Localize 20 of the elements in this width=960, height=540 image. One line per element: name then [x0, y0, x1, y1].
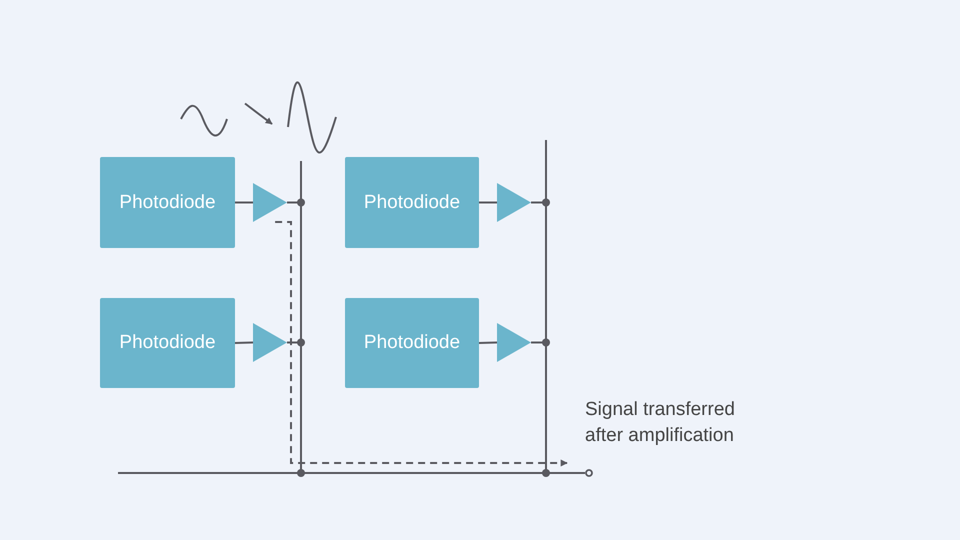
connector-line	[478, 342, 498, 344]
amplifier-triangle	[253, 183, 287, 222]
box-label: Photodiode	[119, 332, 216, 354]
box-label: Photodiode	[119, 192, 216, 214]
connector-line	[479, 202, 497, 204]
connector-line	[234, 342, 254, 344]
box-label: Photodiode	[364, 192, 460, 214]
output-terminal	[585, 469, 593, 477]
amplifier-triangle	[497, 183, 531, 222]
photodiode-box	[345, 298, 479, 388]
photodiode-box	[345, 157, 479, 248]
annotation-text: Signal transferred after amplification	[585, 398, 736, 448]
amplifier-triangle	[497, 323, 531, 362]
photodiode-box	[100, 298, 235, 388]
box-label: Photodiode	[364, 332, 460, 354]
dashed-arrow	[275, 221, 568, 466]
connector-line	[235, 202, 253, 204]
amplifier-triangle	[253, 323, 287, 362]
arrow	[244, 102, 273, 125]
photodiode-box	[100, 157, 235, 248]
